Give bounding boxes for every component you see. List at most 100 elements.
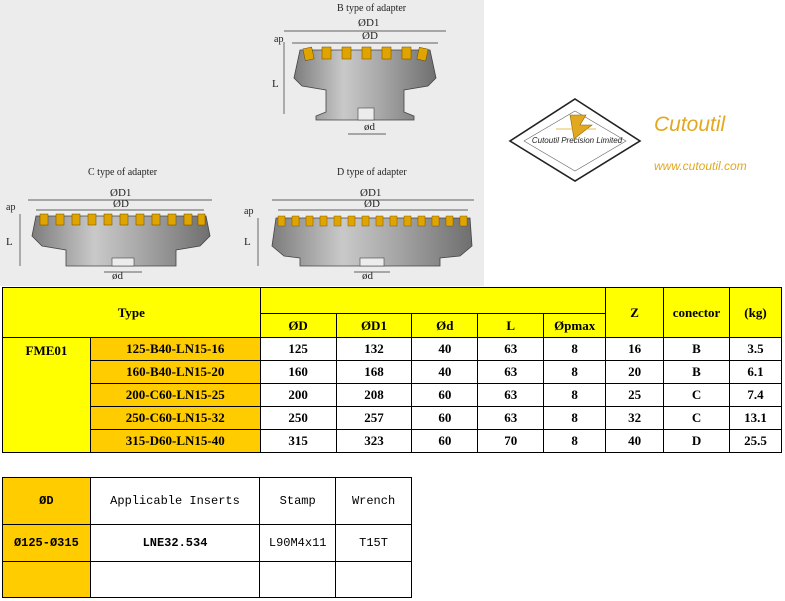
l-cell: 63 — [477, 337, 545, 361]
z-cell: 20 — [605, 360, 665, 384]
b-dim-d1-label: ØD1 — [358, 17, 380, 29]
l-cell: 63 — [477, 406, 545, 430]
conector-cell: D — [663, 429, 730, 453]
d-dim-l-label: L — [244, 236, 251, 248]
b-adapter-title: B type of adapter — [337, 3, 407, 14]
inserts-empty-cell — [89, 561, 261, 598]
dimension-group-header — [259, 287, 607, 314]
kg-header: (kg) — [728, 287, 783, 338]
c-dim-d1-label: ØD1 — [110, 187, 132, 199]
c-dim-l-label: L — [6, 236, 13, 248]
kg-cell: 3.5 — [728, 337, 783, 361]
kg-cell: 6.1 — [728, 360, 783, 384]
inserts-stamp-cell: L90M4x11 — [259, 524, 337, 562]
b-adapter-drawing — [283, 30, 446, 135]
drawing-panel: B type of adapter ØD1 ØD ap L ød C type … — [0, 0, 484, 286]
kg-cell: 25.5 — [728, 429, 783, 453]
z-cell: 16 — [605, 337, 665, 361]
l-cell: 70 — [477, 429, 545, 453]
conector-cell: C — [663, 383, 730, 407]
d-adapter-title: D type of adapter — [337, 167, 407, 178]
d1-cell: 323 — [335, 429, 413, 453]
b-dim-d-label: ØD — [362, 30, 378, 42]
l-cell: 63 — [477, 383, 545, 407]
series-cell: FME01 — [2, 337, 91, 453]
table-row: 200-C60-LN15-25 200 208 60 63 8 25 C 7.4 — [3, 383, 783, 407]
inserts-col-stamp-header: Stamp — [259, 477, 337, 525]
l-cell: 63 — [477, 360, 545, 384]
brand-logo-area: Cutoutil Precision Limited Cutoutil www.… — [500, 95, 780, 185]
table-row — [2, 561, 412, 598]
type-header: Type — [2, 287, 261, 338]
spec-table: Type Z conector (kg) ØD ØD1 Ød L Øpmax F… — [2, 287, 783, 453]
inserts-col-wrench-header: Wrench — [335, 477, 412, 525]
pmax-cell: 8 — [543, 383, 607, 407]
col-d1-header: ØD1 — [335, 313, 413, 338]
table-row: FME01 125-B40-LN15-16 125 132 40 63 8 16… — [2, 337, 783, 453]
model-cell: 200-C60-LN15-25 — [89, 383, 261, 407]
brand-logo-icon — [508, 98, 642, 182]
pmax-cell: 8 — [543, 337, 607, 361]
table-row: Ø125-Ø315 LNE32.534 L90M4x11 T15T — [2, 524, 412, 562]
inserts-col-d-header: ØD — [2, 477, 91, 525]
c-adapter-drawing — [19, 199, 212, 273]
z-header: Z — [605, 287, 665, 338]
conector-cell: B — [663, 337, 730, 361]
table-row: 315-D60-LN15-40 315 323 60 70 8 40 D 25.… — [3, 429, 783, 453]
z-cell: 40 — [605, 429, 665, 453]
d-cell: 315 — [259, 429, 337, 453]
table-row: 160-B40-LN15-20 160 168 40 63 8 20 B 6.1 — [3, 360, 783, 384]
c-dim-small-d-label: ød — [112, 270, 123, 282]
z-cell: 32 — [605, 406, 665, 430]
table-row: 250-C60-LN15-32 250 257 60 63 8 32 C 13.… — [3, 406, 783, 430]
pmax-cell: 8 — [543, 429, 607, 453]
d-cell: 125 — [259, 337, 337, 361]
inserts-table: ØD Applicable Inserts Stamp Wrench Ø125-… — [2, 477, 412, 598]
inserts-empty-cell — [335, 561, 412, 598]
kg-cell: 13.1 — [728, 406, 783, 430]
pmax-cell: 8 — [543, 406, 607, 430]
z-cell: 25 — [605, 383, 665, 407]
model-cell: 250-C60-LN15-32 — [89, 406, 261, 430]
col-l-header: L — [477, 313, 545, 338]
pmax-cell: 8 — [543, 360, 607, 384]
col-d-header: ØD — [259, 313, 337, 338]
d-dim-d-label: ØD — [364, 198, 380, 210]
d1-cell: 208 — [335, 383, 413, 407]
inserts-range-cell: Ø125-Ø315 — [2, 524, 91, 562]
c-adapter-title: C type of adapter — [88, 167, 158, 178]
d-dim-small-d-label: ød — [362, 270, 373, 282]
adapter-drawings — [19, 30, 474, 273]
inserts-wrench-cell: T15T — [335, 524, 412, 562]
model-cell: 315-D60-LN15-40 — [89, 429, 261, 453]
small-d-cell: 60 — [411, 383, 479, 407]
inserts-col-applicable-header: Applicable Inserts — [89, 477, 261, 525]
col-pmax-header: Øpmax — [543, 313, 607, 338]
c-dim-ap-label: ap — [6, 202, 16, 213]
conector-cell: C — [663, 406, 730, 430]
d1-cell: 257 — [335, 406, 413, 430]
brand-url[interactable]: www.cutoutil.com — [654, 159, 747, 173]
brand-badge-text: Cutoutil Precision Limited — [531, 136, 623, 145]
d-adapter-drawing — [257, 199, 474, 273]
col-small-d-header: Ød — [411, 313, 479, 338]
small-d-cell: 60 — [411, 406, 479, 430]
brand-name: Cutoutil — [654, 113, 726, 136]
d-dim-d1-label: ØD1 — [360, 187, 382, 199]
small-d-cell: 40 — [411, 360, 479, 384]
b-dim-small-d-label: ød — [364, 121, 375, 133]
d-dim-ap-label: ap — [244, 206, 254, 217]
d-cell: 250 — [259, 406, 337, 430]
model-cell: 160-B40-LN15-20 — [89, 360, 261, 384]
c-dim-d-label: ØD — [113, 198, 129, 210]
d-cell: 200 — [259, 383, 337, 407]
small-d-cell: 40 — [411, 337, 479, 361]
inserts-model-cell: LNE32.534 — [89, 524, 261, 562]
d-cell: 160 — [259, 360, 337, 384]
small-d-cell: 60 — [411, 429, 479, 453]
conector-header: conector — [663, 287, 730, 338]
conector-cell: B — [663, 360, 730, 384]
inserts-empty-cell — [259, 561, 337, 598]
b-dim-l-label: L — [272, 78, 279, 90]
model-cell: 125-B40-LN15-16 — [89, 337, 261, 361]
